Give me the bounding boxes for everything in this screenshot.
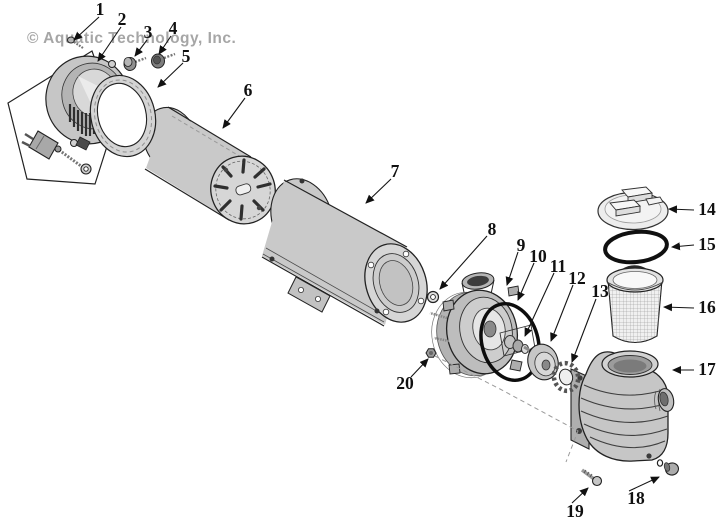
motor-foot [287,276,331,313]
motor-band-drawing [89,74,157,158]
nut-drawing [425,348,437,358]
part-label-9: 9 [517,235,526,255]
part-label-4: 4 [169,18,178,38]
part-label-17: 17 [698,359,716,379]
leader-line-13 [571,298,597,363]
drain-plug-drawing [656,459,680,476]
part-label-5: 5 [182,46,191,66]
part-label-20: 20 [396,373,414,393]
power-plug-drawing [21,130,59,160]
leader-line-3 [134,39,148,57]
bolt-3-drawing [123,56,147,71]
leader-line-19 [571,487,589,504]
leader-line-11 [524,272,555,337]
housing-ribs [580,384,669,449]
part-label-15: 15 [698,234,716,254]
part-label-18: 18 [627,488,645,508]
leader-line-20 [410,358,429,378]
part-label-6: 6 [244,80,253,100]
shaft-seal-drawing [499,324,536,357]
part-label-16: 16 [698,297,716,317]
leader-line-15 [671,242,695,251]
strainer-lid-drawing [597,186,669,231]
cap-highlight [78,76,106,108]
large-o-ring-drawing [479,301,541,383]
washer-drawing [426,290,440,304]
part-label-2: 2 [118,9,127,29]
cap-ear [108,60,116,68]
housing-bolt-drawing [580,468,603,487]
part-label-12: 12 [568,268,586,288]
impeller-drawing [523,343,559,381]
leader-line-1 [73,16,100,41]
strainer-basket-drawing [606,265,664,344]
part-label-8: 8 [488,219,497,239]
leader-line-2 [97,26,122,62]
motor-core-drawing [142,106,276,225]
leader-line-14 [668,205,695,214]
seal-ring-drawing [551,360,581,394]
leader-line-12 [550,284,574,342]
motor-shell-drawing [261,178,428,327]
assembly-axis-dashed-line [434,355,579,463]
part-label-11: 11 [550,256,567,276]
part-label-19: 19 [566,501,584,520]
leader-line-5 [157,62,184,88]
part-label-7: 7 [391,161,400,181]
leader-line-7 [365,178,392,204]
part-label-14: 14 [698,199,716,219]
part-label-10: 10 [529,246,547,266]
part-label-3: 3 [144,22,153,42]
bolt-4-drawing [151,52,176,69]
leader-line-18 [628,476,660,492]
leader-lines [73,16,695,504]
seal-plate-drawing [429,272,523,379]
lid-o-ring-drawing [603,229,669,265]
leader-line-8 [439,235,488,290]
leader-line-10 [517,262,535,301]
motor-vents [213,158,272,221]
leader-line-9 [505,251,519,286]
leader-line-6 [222,97,246,129]
pump-housing-drawing [570,350,675,462]
part-number-labels: 1 2 3 4 5 6 7 8 9 10 11 12 13 14 15 16 1… [96,0,716,520]
part-label-1: 1 [96,0,105,19]
watermark: © Aquatic Technology, Inc. [27,30,236,47]
leader-line-16 [663,303,695,312]
cap-bolt-and-washer-drawing [54,145,92,175]
leader-line-4 [158,35,172,55]
part-label-13: 13 [591,281,609,301]
